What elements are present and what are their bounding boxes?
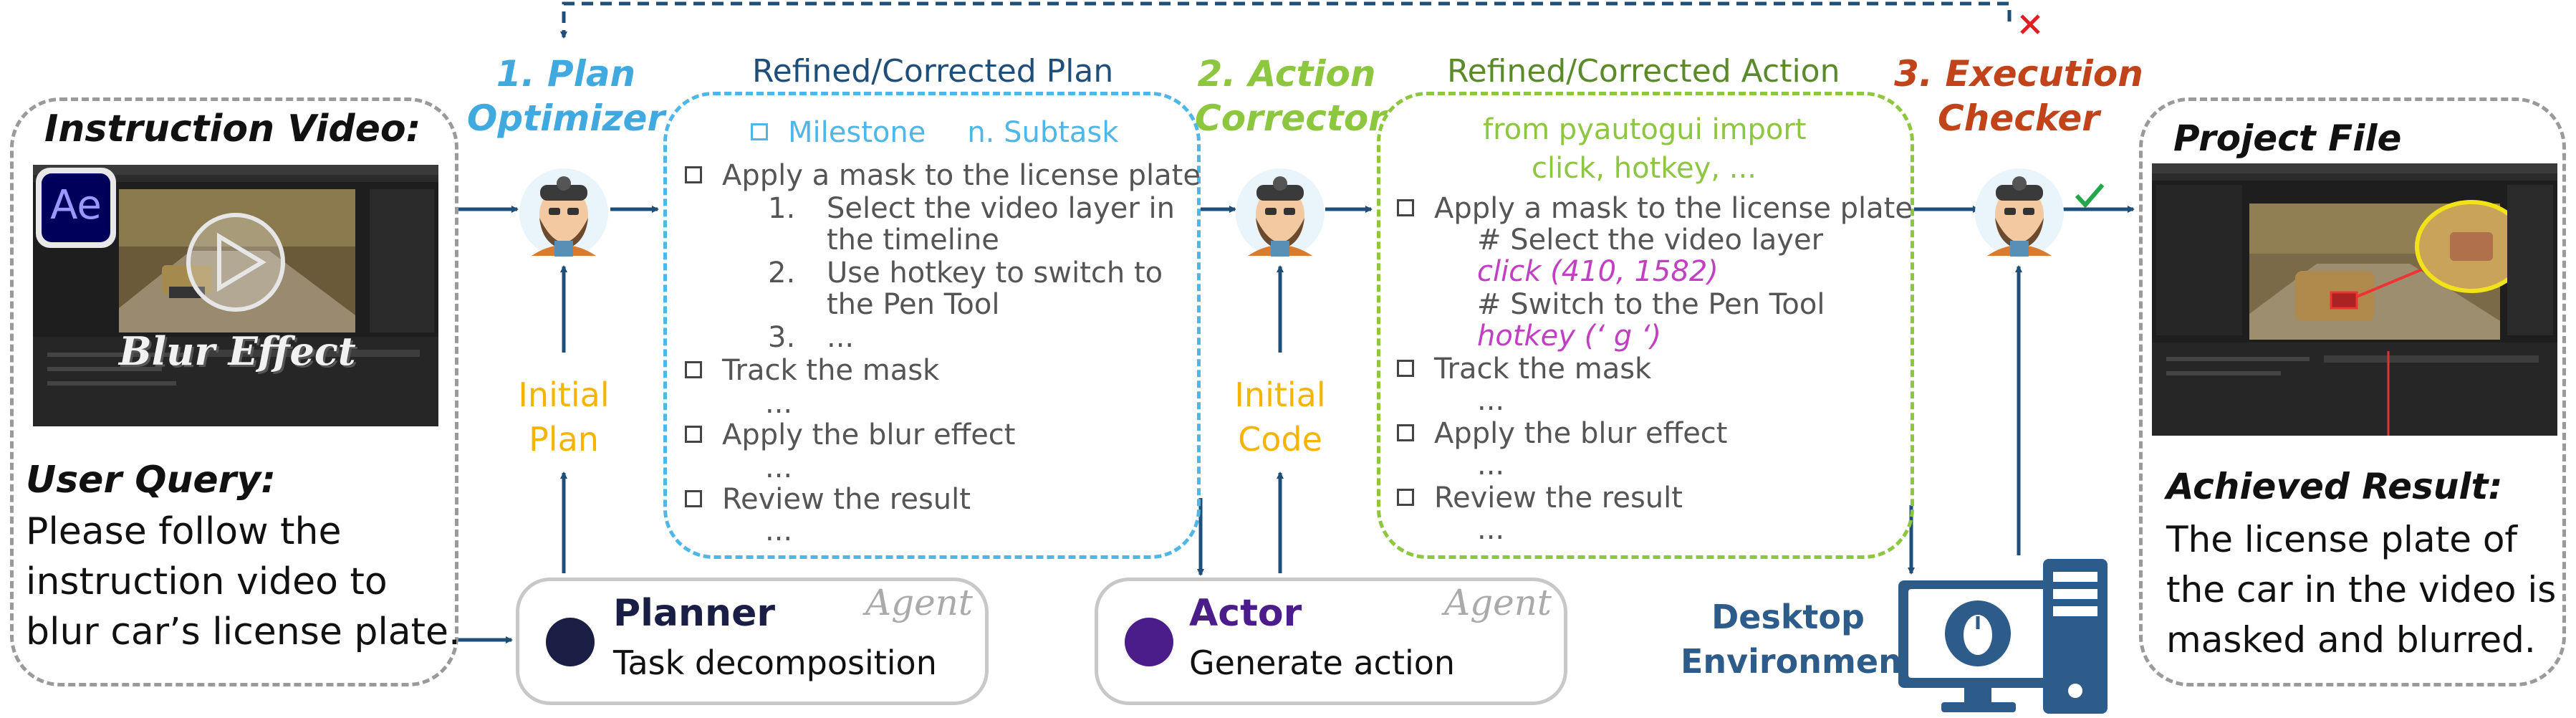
action-corrector-title: 2. Action Corrector xyxy=(1195,53,1386,139)
video-overlay-text: Blur Effect xyxy=(119,328,356,374)
plan-subtask-ellipsis: ... xyxy=(827,321,855,354)
actor-agent-card[interactable] xyxy=(1095,578,1567,705)
refined-action-title: Refined/Corrected Action xyxy=(1447,53,1840,90)
planner-description: Task decomposition xyxy=(613,643,937,682)
actor-name: Actor xyxy=(1189,592,1302,635)
project-file-title: Project File xyxy=(2173,118,2402,159)
user-query-line: blur car’s license plate. xyxy=(26,611,461,654)
project-file-screenshot[interactable] xyxy=(2152,163,2557,436)
plan-subtask-2-line: the Pen Tool xyxy=(827,288,1000,321)
action-milestone-3: Apply the blur effect xyxy=(1397,417,1727,450)
action-code-click: click (410, 1582) xyxy=(1477,255,1719,288)
milestone-checkbox-icon xyxy=(751,123,768,140)
feedback-loop-arrow xyxy=(560,1,2012,39)
user-query-line: Please follow the xyxy=(26,510,342,553)
action-comment: # Switch to the Pen Tool xyxy=(1477,288,1825,321)
plan-subtask-2-line: Use hotkey to switch to xyxy=(827,257,1163,289)
plan-ellipsis: ... xyxy=(765,387,793,420)
plan-subtask-number: 2. xyxy=(768,257,796,289)
plan-subtask-number: 1. xyxy=(768,192,796,225)
refined-plan-box xyxy=(663,92,1201,559)
user-query-title: User Query: xyxy=(26,459,277,502)
action-ellipsis: ... xyxy=(1477,449,1505,482)
plan-milestone-3: Apply the blur effect xyxy=(685,418,1015,451)
actor-status-dot xyxy=(1125,618,1173,666)
action-ellipsis: ... xyxy=(1477,513,1505,546)
planner-agent-card[interactable] xyxy=(516,578,989,705)
execution-checker-agent-avatar xyxy=(1975,168,2064,257)
refined-plan-title: Refined/Corrected Plan xyxy=(752,53,1114,90)
check-icon xyxy=(2075,183,2105,209)
action-comment: # Select the video layer xyxy=(1477,224,1824,257)
achieved-result-line: the car in the video is xyxy=(2166,569,2557,611)
achieved-result-line: The license plate of xyxy=(2166,519,2518,560)
checkbox-icon xyxy=(685,166,702,183)
plan-milestone-4: Review the result xyxy=(685,483,971,516)
instruction-video-title: Instruction Video: xyxy=(44,107,421,150)
action-code-hotkey: hotkey (‘ g ‘) xyxy=(1477,320,1662,353)
actor-description: Generate action xyxy=(1189,643,1456,682)
instruction-panel xyxy=(10,97,458,686)
initial-code-label: Initial Code xyxy=(1234,375,1326,459)
action-corrector-agent-avatar xyxy=(1236,168,1325,257)
plan-milestone-1: Apply a mask to the license plate xyxy=(685,159,1201,192)
action-milestone-1: Apply a mask to the license plate xyxy=(1397,192,1913,225)
achieved-result-line: masked and blurred. xyxy=(2166,619,2536,661)
plan-ellipsis: ... xyxy=(765,451,793,484)
desktop-computer-icon xyxy=(1898,559,2108,714)
plan-subtask-1-line: the timeline xyxy=(827,224,999,257)
planner-agent-tag: Agent xyxy=(865,582,973,623)
checkbox-icon xyxy=(1397,360,1414,377)
after-effects-app-icon: Ae xyxy=(36,168,116,248)
planner-name: Planner xyxy=(613,592,775,635)
code-header-line: from pyautogui import xyxy=(1483,113,1807,146)
plan-milestone-2: Track the mask xyxy=(685,354,939,387)
plan-optimizer-agent-avatar xyxy=(519,168,608,257)
action-ellipsis: ... xyxy=(1477,384,1505,417)
instruction-video-player[interactable]: Blur Effect xyxy=(33,165,438,426)
play-button-circle xyxy=(186,213,285,312)
action-milestone-4: Review the result xyxy=(1397,482,1683,514)
checkbox-icon xyxy=(1397,424,1414,441)
checkbox-icon xyxy=(685,426,702,443)
plan-ellipsis: ... xyxy=(765,514,793,547)
cross-icon xyxy=(2020,14,2040,34)
plan-subtask-1-line: Select the video layer in xyxy=(827,192,1175,225)
checkbox-icon xyxy=(1397,199,1414,216)
plan-subtask-number: 3. xyxy=(768,321,796,354)
after-effects-icon-text: Ae xyxy=(50,182,102,229)
checkbox-icon xyxy=(685,490,702,507)
execution-checker-title: 3. Execution Checker xyxy=(1894,53,2143,139)
play-icon xyxy=(217,232,266,292)
actor-agent-tag: Agent xyxy=(1444,582,1552,623)
code-header-line: click, hotkey, ... xyxy=(1532,152,1756,185)
checkbox-icon xyxy=(685,361,702,378)
action-milestone-2: Track the mask xyxy=(1397,353,1651,386)
user-query-line: instruction video to xyxy=(26,560,388,603)
project-panel xyxy=(2139,97,2566,686)
plan-optimizer-title: 1. Plan Optimizer xyxy=(466,53,665,139)
initial-plan-label: Initial Plan xyxy=(518,375,610,459)
video-thumbnail xyxy=(33,165,438,426)
achieved-result-title: Achieved Result: xyxy=(2166,466,2503,507)
project-thumbnail xyxy=(2152,163,2557,436)
checkbox-icon xyxy=(1397,489,1414,506)
desktop-environment-label: Desktop Environment xyxy=(1681,598,1918,681)
planner-status-dot xyxy=(546,618,595,666)
refined-action-box xyxy=(1377,92,1914,559)
